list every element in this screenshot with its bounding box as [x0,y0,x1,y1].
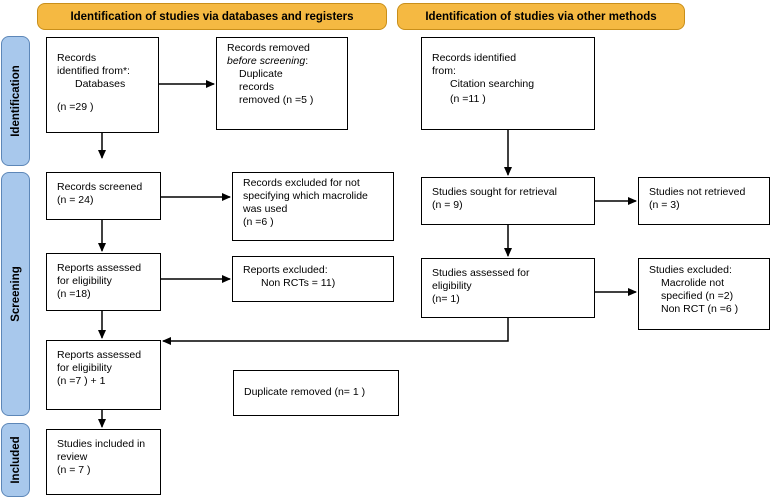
header-other-methods: Identification of studies via other meth… [397,3,685,30]
box-records-screened: Records screened (n = 24) [46,172,161,220]
box-studies-excluded: Studies excluded: Macrolide not specifie… [638,258,770,330]
stage-included: Included [1,423,30,497]
box-sought-retrieval: Studies sought for retrieval (n = 9) [421,177,595,225]
box-reports-assessed-1: Reports assessed for eligibility (n =18) [46,253,161,311]
box-duplicate-removed: Duplicate removed (n= 1 ) [233,370,399,416]
header-databases-label: Identification of studies via databases … [70,10,354,23]
box-records-removed: Records removed before screening: Duplic… [216,37,348,130]
header-databases: Identification of studies via databases … [37,3,387,30]
box-reports-assessed-2: Reports assessed for eligibility (n =7 )… [46,340,161,410]
box-studies-included: Studies included in review (n = 7 ) [46,429,161,495]
box-studies-assessed: Studies assessed for eligibility (n= 1) [421,258,595,318]
stage-screening: Screening [1,172,30,416]
box-reports-excluded: Reports excluded: Non RCTs = 11) [232,256,394,302]
arrow-assessed-to-reports2 [162,318,509,345]
box-records-identified: Records identified from*: Databases (n =… [46,37,159,133]
header-other-label: Identification of studies via other meth… [425,10,657,23]
box-other-identified: Records identified from: Citation search… [421,37,595,130]
stage-identification: Identification [1,36,30,166]
box-not-retrieved: Studies not retrieved (n = 3) [638,177,770,225]
box-records-excluded: Records excluded for not specifying whic… [232,172,394,241]
